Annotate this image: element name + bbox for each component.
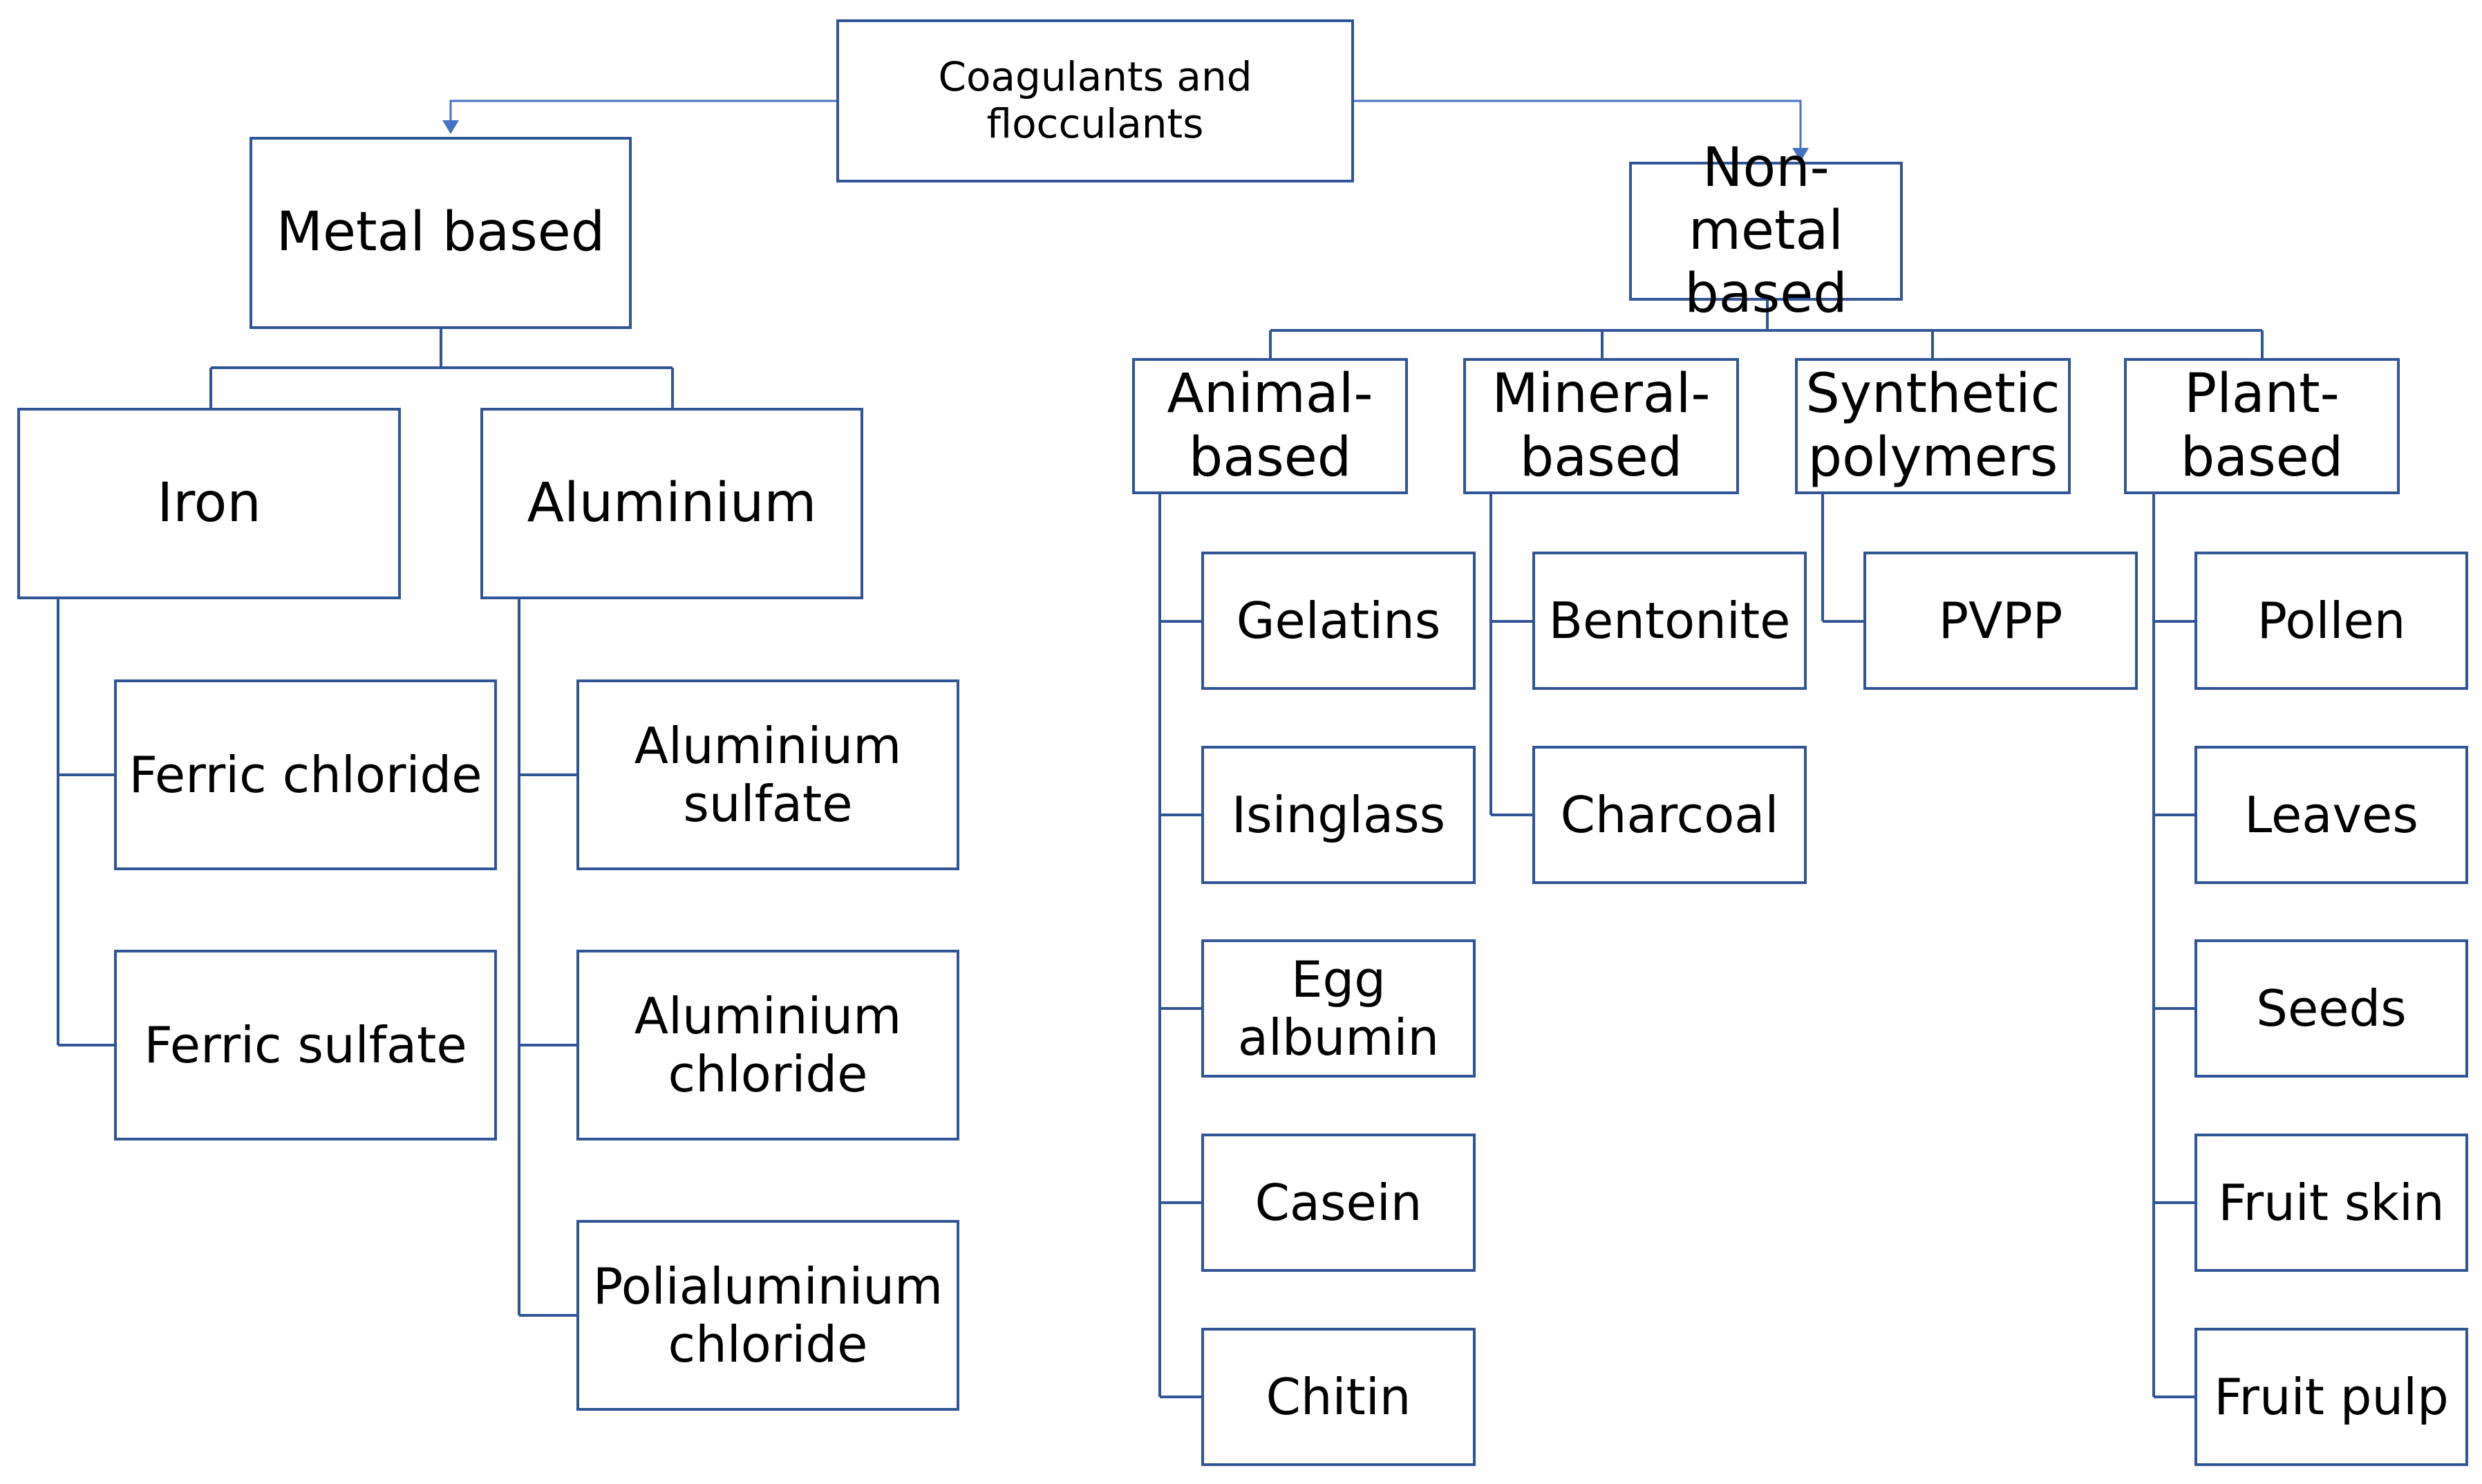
polialuminium-chloride-node: Polialuminium chloride [576, 1220, 959, 1411]
charcoal-node: Charcoal [1532, 746, 1807, 884]
connector-synthetic-leaves [1821, 494, 1863, 623]
chitin-node: Chitin [1201, 1328, 1476, 1466]
connector-plant-leaves [2152, 494, 2194, 1398]
ferric-chloride-node: Ferric chloride [114, 679, 497, 870]
seeds-node: Seeds [2194, 939, 2468, 1078]
connector-nonmetal-branches [1269, 301, 2264, 358]
connector-aluminium-leaves [518, 599, 576, 1317]
metal-based-node: Metal based [250, 137, 632, 329]
animal-based-node: Animal- based [1132, 358, 1408, 494]
connector-mineral-leaves [1489, 494, 1532, 816]
fruit-pulp-node: Fruit pulp [2194, 1328, 2468, 1466]
aluminium-chloride-node: Aluminium chloride [576, 950, 959, 1140]
connector-metal-branches [209, 329, 674, 408]
arrow-root-to-nonmetal [1353, 100, 1802, 153]
gelatins-node: Gelatins [1201, 552, 1476, 690]
connector-iron-leaves [57, 599, 114, 1046]
isinglass-node: Isinglass [1201, 746, 1476, 884]
arrowhead-metal [442, 120, 459, 134]
pollen-node: Pollen [2194, 552, 2468, 690]
pvpp-node: PVPP [1863, 552, 2138, 690]
root-node: Coagulants and flocculants [836, 19, 1354, 182]
casein-node: Casein [1201, 1134, 1476, 1272]
aluminium-sulfate-node: Aluminium sulfate [576, 679, 959, 870]
aluminium-node: Aluminium [480, 408, 863, 599]
fruit-skin-node: Fruit skin [2194, 1134, 2468, 1272]
leaves-node: Leaves [2194, 746, 2468, 884]
iron-node: Iron [17, 408, 401, 599]
synthetic-polymers-node: Synthetic polymers [1795, 358, 2071, 494]
non-metal-based-node: Non-metal based [1629, 137, 1903, 325]
ferric-sulfate-node: Ferric sulfate [114, 950, 497, 1140]
arrow-root-to-metal [449, 100, 836, 126]
bentonite-node: Bentonite [1532, 552, 1807, 690]
mineral-based-node: Mineral- based [1463, 358, 1739, 494]
plant-based-node: Plant- based [2124, 358, 2400, 494]
arrowhead-nonmetal [1792, 148, 1809, 162]
egg-albumin-node: Egg albumin [1201, 939, 1476, 1078]
connector-animal-leaves [1158, 494, 1201, 1398]
